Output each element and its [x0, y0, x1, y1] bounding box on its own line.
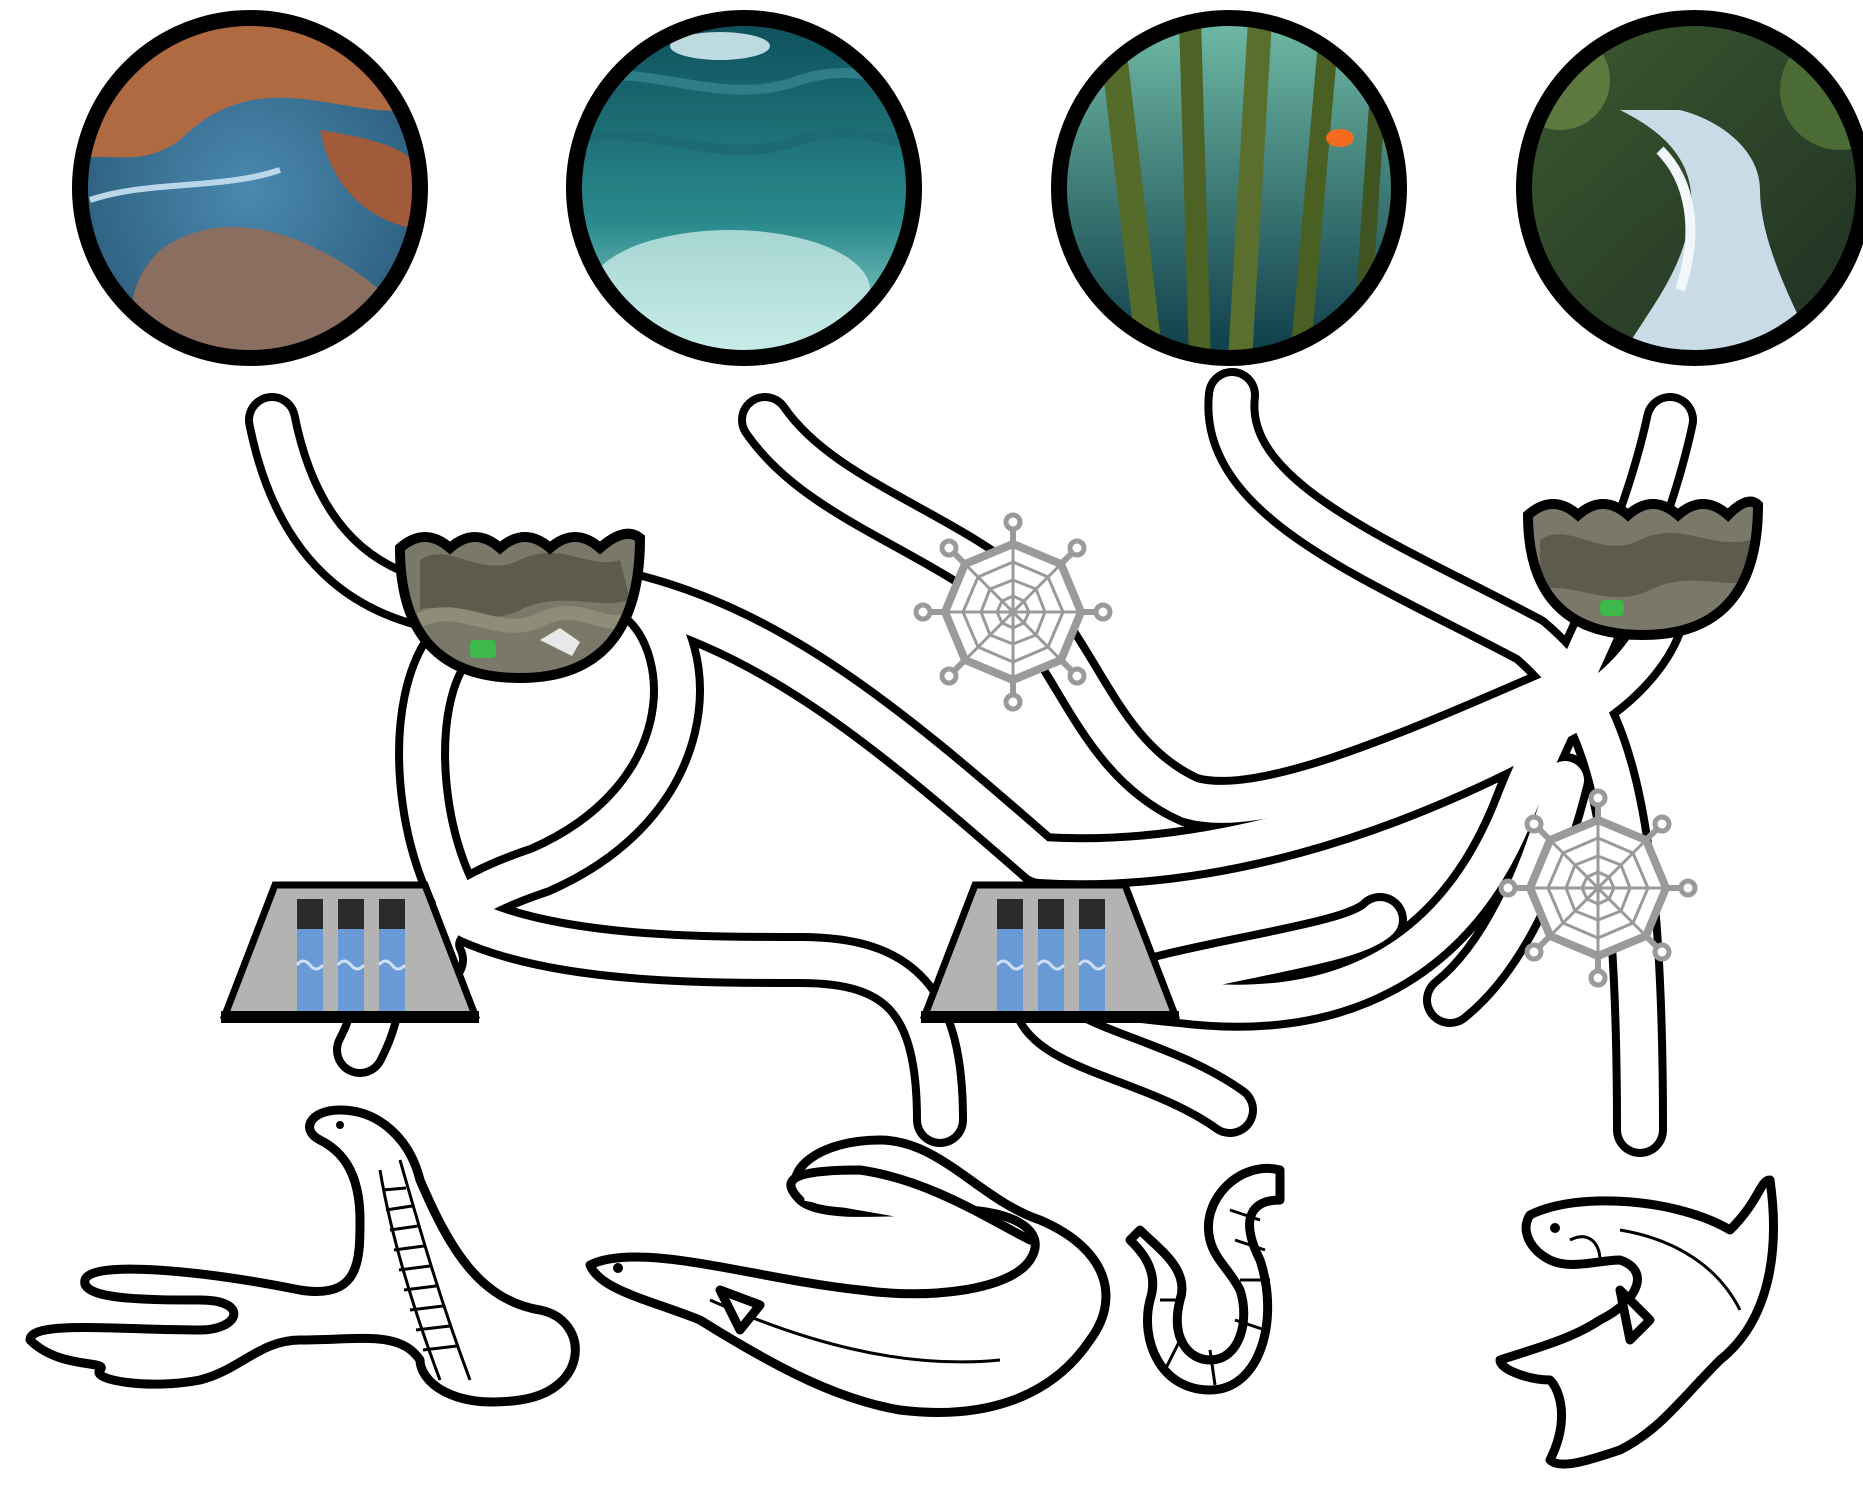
worm-icon [1130, 1168, 1280, 1390]
spider-web-net-icon [1501, 791, 1695, 985]
forest-river-photo [1510, 18, 1863, 360]
ocean-water-photo [570, 18, 920, 360]
salmon-icon [1500, 1180, 1773, 1464]
kelp-forest-photo [1059, 18, 1400, 360]
spider-web-net-icon [916, 515, 1110, 709]
estuary-photo [80, 18, 420, 360]
dam-icon [921, 885, 1179, 1023]
cobra-icon [30, 1110, 575, 1402]
eel-icon [590, 1140, 1106, 1412]
